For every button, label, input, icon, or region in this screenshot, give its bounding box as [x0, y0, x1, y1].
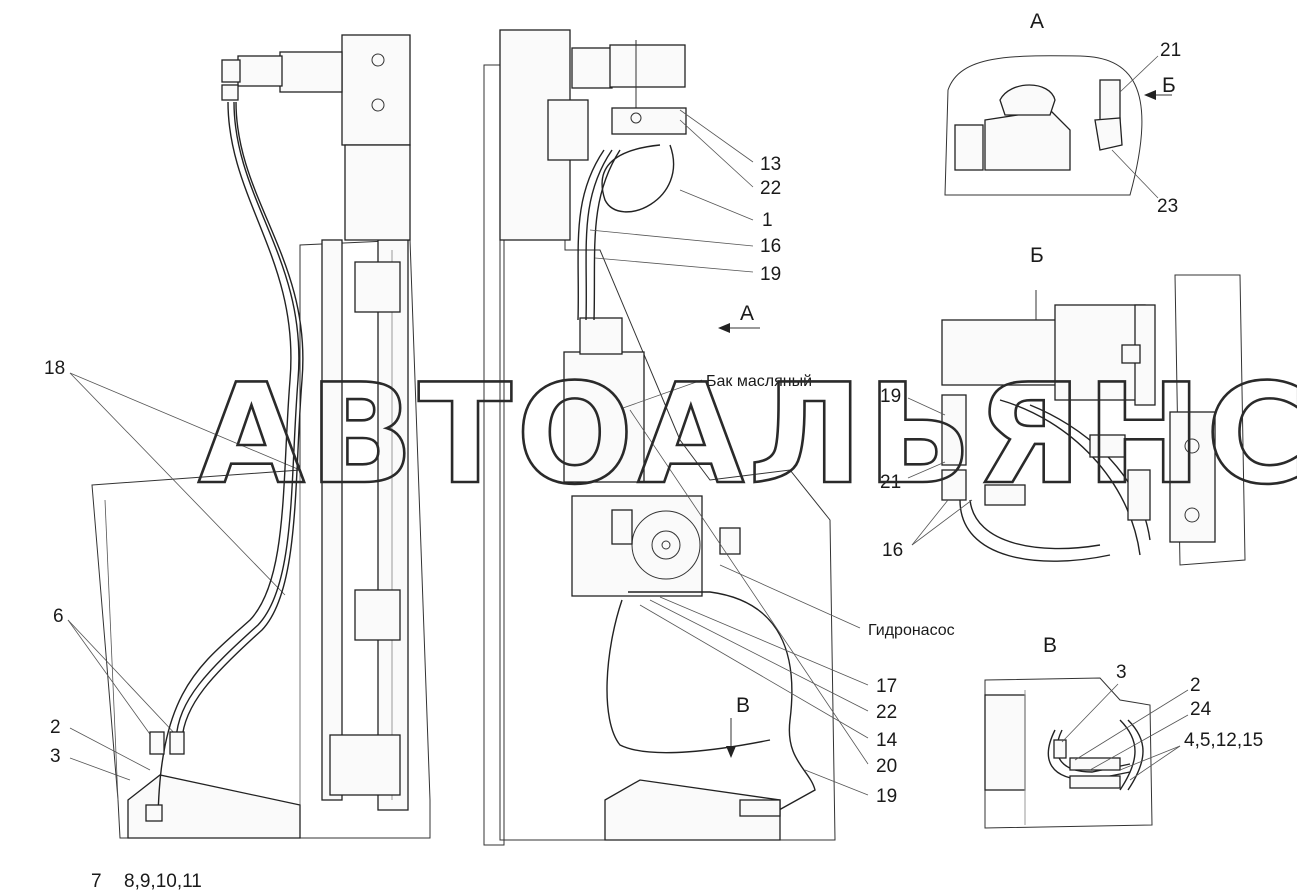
- middle-view: [483, 29, 869, 846]
- callout-22-bottom: 22: [876, 702, 897, 723]
- arrow-v-label: В: [736, 694, 750, 717]
- left-callouts: 18 6 2 3 7 8,9,10,11: [44, 358, 202, 891]
- left-view: [67, 34, 431, 839]
- callout-19-top: 19: [760, 264, 781, 285]
- oil-tank-caption: Бак масляный: [706, 373, 812, 390]
- callout-1: 1: [762, 210, 773, 231]
- callout-2: 2: [50, 717, 61, 738]
- arrow-b-label: Б: [1162, 74, 1176, 97]
- view-b-callouts: 19 21 16: [880, 386, 903, 561]
- callout-19-bottom: 19: [876, 786, 897, 807]
- view-v-title: В: [1043, 634, 1057, 657]
- callout-20: 20: [876, 756, 897, 777]
- view-b-title: Б: [1030, 244, 1044, 267]
- callout-18: 18: [44, 358, 65, 379]
- callout-4-5-12-15: 4,5,12,15: [1184, 730, 1263, 751]
- detail-view-b: [907, 274, 1246, 566]
- callout-21-view-b: 21: [880, 472, 901, 493]
- callout-3: 3: [50, 746, 61, 767]
- callout-8-9-10-11: 8,9,10,11: [124, 871, 202, 891]
- detail-view-a: [944, 55, 1172, 199]
- callout-21-view-a: 21: [1160, 40, 1181, 61]
- view-a-callouts: 21 23: [1157, 40, 1181, 217]
- callout-19-view-b: 19: [880, 386, 901, 407]
- view-v-callouts: 3 2 24 4,5,12,15: [1116, 662, 1263, 751]
- callout-13: 13: [760, 154, 781, 175]
- callout-16-view-b: 16: [882, 540, 903, 561]
- callout-17: 17: [876, 676, 897, 697]
- pump-caption: Гидронасос: [868, 622, 955, 639]
- callout-24: 24: [1190, 699, 1212, 720]
- callout-2-view-v: 2: [1190, 675, 1201, 696]
- watermark: АВТОАЛЬЯНС: [198, 354, 1297, 515]
- callout-3-view-v: 3: [1116, 662, 1127, 683]
- detail-view-v: [984, 677, 1189, 829]
- callout-22-top: 22: [760, 178, 781, 199]
- callout-7: 7: [91, 871, 102, 891]
- callout-16: 16: [760, 236, 781, 257]
- middle-callouts: 13 22 1 16 19 17 22 14 20 19: [760, 154, 898, 807]
- callout-23: 23: [1157, 196, 1178, 217]
- view-a-title: А: [1030, 10, 1044, 33]
- arrow-a-label: А: [740, 302, 754, 325]
- callout-6: 6: [53, 606, 64, 627]
- callout-14: 14: [876, 730, 898, 751]
